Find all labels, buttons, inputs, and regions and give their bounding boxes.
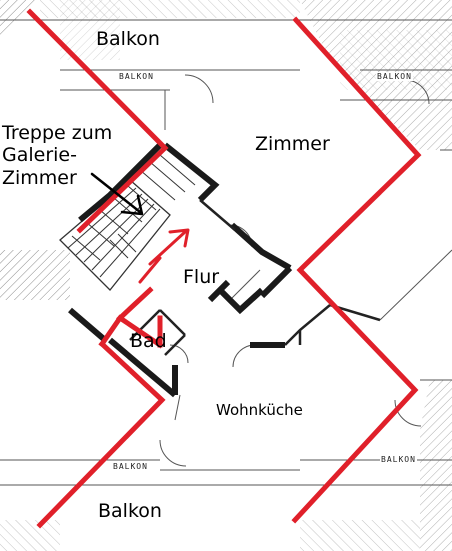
label-balkon-top: Balkon [96, 28, 160, 50]
plan-lines [0, 19, 452, 486]
red-arrow [138, 228, 190, 284]
inner-walls [129, 199, 381, 356]
arrows [90, 172, 190, 284]
plan-tag-balkon-1: BALKON [118, 72, 155, 81]
plan-tag-balkon-4: BALKON [380, 455, 417, 464]
label-treppe: Treppe zum Galerie- Zimmer [2, 122, 112, 189]
label-treppe-line-3: Zimmer [2, 166, 77, 189]
label-treppe-line-2: Galerie- [2, 144, 77, 167]
plan-tag-balkon-3: BALKON [112, 462, 149, 471]
label-treppe-line-1: Treppe zum [2, 122, 113, 144]
dark-walls [68, 142, 293, 398]
label-wohnkueche: Wohnküche [216, 401, 303, 419]
label-flur: Flur [183, 266, 220, 288]
black-arrow [90, 172, 144, 216]
label-bad: Bad [130, 330, 167, 352]
highlighted-walls [26, 8, 422, 529]
plan-tag-balkon-2: BALKON [376, 72, 413, 81]
label-zimmer: Zimmer [255, 133, 330, 155]
label-balkon-bottom: Balkon [98, 500, 162, 522]
